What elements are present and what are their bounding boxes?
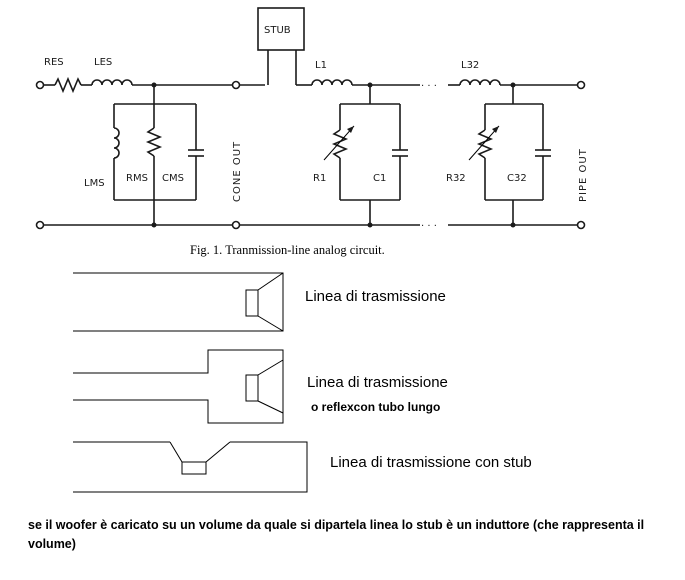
lms-inductor	[113, 127, 120, 159]
bottom-ellipsis: . . .	[421, 218, 437, 229]
figure-caption: Fig. 1. Tranmission-line analog circuit.	[190, 243, 385, 257]
lms-label: LMS	[84, 178, 105, 189]
rms-label: RMS	[126, 173, 148, 184]
cone-out-label: CONE OUT	[232, 141, 243, 202]
line3-label: Linea di trasmissione con stub	[330, 454, 532, 471]
pipe-out-terminal-bottom	[576, 220, 586, 230]
line2-sublabel: o reflexcon tubo lungo	[311, 400, 441, 414]
transmission-line-circuit: STUB RES LES LMS RMS CMS L1 R1 C1 L32 R3…	[35, 7, 589, 230]
input-terminal-bottom	[35, 220, 45, 230]
pipe-out-terminal-top	[576, 80, 586, 90]
r32-label: R32	[446, 173, 466, 184]
driver-magnet	[245, 374, 259, 402]
cone-out-terminal-top	[231, 80, 241, 90]
stub-box	[257, 7, 305, 51]
les-inductor	[91, 79, 133, 86]
rms-resistor	[145, 127, 163, 157]
input-terminal-top	[35, 80, 45, 90]
r1-label: R1	[313, 173, 326, 184]
l32-label: L32	[461, 60, 479, 71]
r32-variable-resistor	[476, 129, 494, 159]
l32-inductor	[459, 79, 501, 86]
transmission-line-diagram	[73, 272, 284, 332]
c32-label: C32	[507, 173, 527, 184]
les-label: LES	[94, 57, 112, 68]
c1-label: C1	[373, 173, 386, 184]
res-label: RES	[44, 57, 64, 68]
l1-label: L1	[315, 60, 327, 71]
res-resistor	[54, 76, 82, 94]
pipe-out-label: PIPE OUT	[578, 148, 589, 202]
driver-magnet	[181, 461, 207, 475]
r1-variable-resistor	[331, 129, 349, 159]
reflex-long-tube-diagram	[73, 349, 284, 424]
top-ellipsis: . . .	[421, 78, 437, 89]
driver-magnet	[245, 289, 259, 317]
explanatory-note: se il woofer è caricato su un volume da …	[28, 518, 645, 551]
cms-label: CMS	[162, 173, 184, 184]
transmission-line-stub-diagram	[73, 441, 308, 493]
line2-label: Linea di trasmissione	[307, 374, 448, 391]
cone-out-terminal-bottom	[231, 220, 241, 230]
line1-label: Linea di trasmissione	[305, 288, 446, 305]
l1-inductor	[311, 79, 353, 86]
stub-label: STUB	[264, 25, 291, 36]
